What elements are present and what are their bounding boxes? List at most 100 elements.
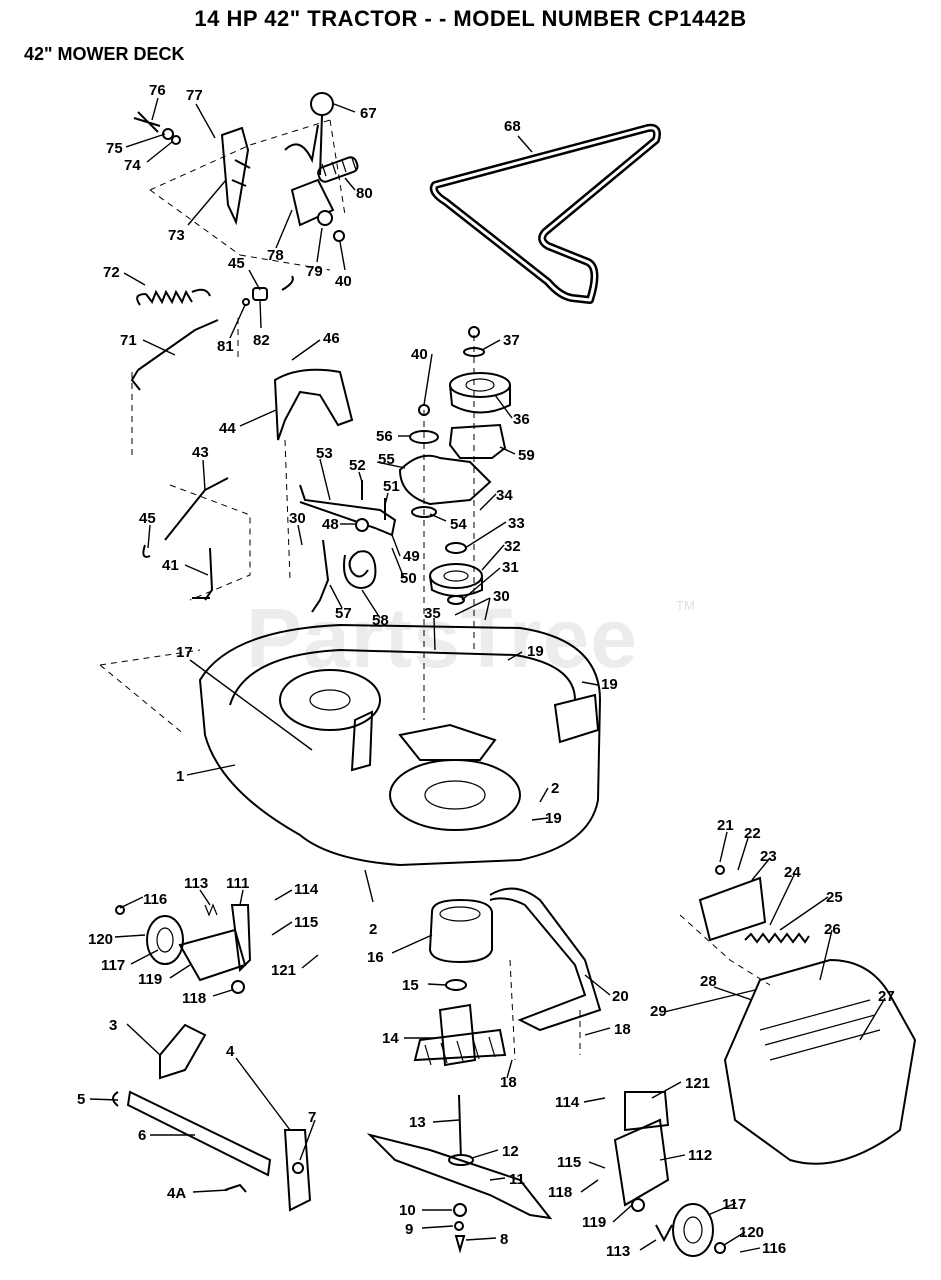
- callout-80[interactable]: 80: [356, 185, 373, 202]
- section-title: 42" MOWER DECK: [24, 44, 185, 64]
- part-belt-68[interactable]: [429, 123, 661, 304]
- callout-45[interactable]: 45: [139, 510, 156, 527]
- callout-22[interactable]: 22: [744, 825, 761, 842]
- callout-117[interactable]: 117: [101, 957, 125, 974]
- callout-7[interactable]: 7: [308, 1109, 316, 1126]
- callout-6[interactable]: 6: [138, 1127, 146, 1144]
- callout-17[interactable]: 17: [176, 644, 193, 661]
- callout-30[interactable]: 30: [493, 588, 510, 605]
- callout-120[interactable]: 120: [88, 931, 113, 948]
- callout-54[interactable]: 54: [450, 516, 467, 533]
- callout-115[interactable]: 115: [557, 1154, 581, 1171]
- callout-5[interactable]: 5: [77, 1091, 85, 1108]
- callout-44[interactable]: 44: [219, 420, 236, 437]
- callout-119[interactable]: 119: [138, 971, 162, 988]
- callout-11[interactable]: 11: [509, 1171, 525, 1188]
- callout-117[interactable]: 117: [722, 1196, 746, 1213]
- callout-14[interactable]: 14: [382, 1030, 399, 1047]
- callout-37[interactable]: 37: [503, 332, 520, 349]
- callout-75[interactable]: 75: [106, 140, 123, 157]
- callout-115[interactable]: 115: [294, 914, 318, 931]
- callout-4[interactable]: 4: [226, 1043, 235, 1060]
- callout-118[interactable]: 118: [182, 990, 206, 1007]
- callout-57[interactable]: 57: [335, 605, 352, 622]
- callout-82[interactable]: 82: [253, 332, 270, 349]
- callout-2[interactable]: 2: [551, 780, 559, 797]
- callout-55[interactable]: 55: [378, 451, 395, 468]
- callout-16[interactable]: 16: [367, 949, 384, 966]
- callout-56[interactable]: 56: [376, 428, 393, 445]
- callout-34[interactable]: 34: [496, 487, 513, 504]
- callout-1[interactable]: 1: [176, 768, 184, 785]
- callout-59[interactable]: 59: [518, 447, 535, 464]
- callout-27[interactable]: 27: [878, 988, 895, 1005]
- callout-30[interactable]: 30: [289, 510, 306, 527]
- callout-49[interactable]: 49: [403, 548, 420, 565]
- callout-120[interactable]: 120: [739, 1224, 764, 1241]
- callout-31[interactable]: 31: [502, 559, 519, 576]
- callout-50[interactable]: 50: [400, 570, 417, 587]
- callout-53[interactable]: 53: [316, 445, 333, 462]
- callout-121[interactable]: 121: [685, 1075, 710, 1092]
- callout-73[interactable]: 73: [168, 227, 185, 244]
- callout-68[interactable]: 68: [504, 118, 521, 135]
- callout-48[interactable]: 48: [322, 516, 339, 533]
- callout-19[interactable]: 19: [601, 676, 618, 693]
- callout-36[interactable]: 36: [513, 411, 530, 428]
- callout-28[interactable]: 28: [700, 973, 717, 990]
- callout-112[interactable]: 112: [688, 1147, 712, 1164]
- callout-116[interactable]: 116: [762, 1240, 786, 1257]
- callout-121[interactable]: 121: [271, 962, 296, 979]
- callout-45[interactable]: 45: [228, 255, 245, 272]
- callout-40[interactable]: 40: [335, 273, 352, 290]
- callout-114[interactable]: 114: [555, 1094, 580, 1111]
- callout-118[interactable]: 118: [548, 1184, 572, 1201]
- callout-18[interactable]: 18: [500, 1074, 517, 1091]
- callout-114[interactable]: 114: [294, 881, 319, 898]
- callout-119[interactable]: 119: [582, 1214, 606, 1231]
- callout-72[interactable]: 72: [103, 264, 120, 281]
- callout-40[interactable]: 40: [411, 346, 428, 363]
- callout-76[interactable]: 76: [149, 82, 166, 99]
- callout-74[interactable]: 74: [124, 157, 141, 174]
- callout-18[interactable]: 18: [614, 1021, 631, 1038]
- callout-52[interactable]: 52: [349, 457, 366, 474]
- callout-24[interactable]: 24: [784, 864, 801, 881]
- callout-3[interactable]: 3: [109, 1017, 117, 1034]
- callout-46[interactable]: 46: [323, 330, 340, 347]
- callout-21[interactable]: 21: [717, 817, 734, 834]
- callout-20[interactable]: 20: [612, 988, 629, 1005]
- callout-2[interactable]: 2: [369, 921, 377, 938]
- callout-26[interactable]: 26: [824, 921, 841, 938]
- callout-8[interactable]: 8: [500, 1231, 508, 1248]
- callout-51[interactable]: 51: [383, 478, 400, 495]
- callout-19[interactable]: 19: [545, 810, 562, 827]
- callout-23[interactable]: 23: [760, 848, 777, 865]
- callout-33[interactable]: 33: [508, 515, 525, 532]
- callout-41[interactable]: 41: [162, 557, 179, 574]
- callout-32[interactable]: 32: [504, 538, 521, 555]
- callout-111[interactable]: 111: [226, 875, 249, 892]
- callout-81[interactable]: 81: [217, 338, 234, 355]
- callout-78[interactable]: 78: [267, 247, 284, 264]
- callout-67[interactable]: 67: [360, 105, 377, 122]
- callout-113[interactable]: 113: [606, 1243, 630, 1260]
- callout-4A[interactable]: 4A: [167, 1185, 186, 1202]
- callout-113[interactable]: 113: [184, 875, 208, 892]
- callout-19[interactable]: 19: [527, 643, 544, 660]
- callout-58[interactable]: 58: [372, 612, 389, 629]
- callout-10[interactable]: 10: [399, 1202, 416, 1219]
- callout-71[interactable]: 71: [120, 332, 137, 349]
- callout-29[interactable]: 29: [650, 1003, 667, 1020]
- callout-13[interactable]: 13: [409, 1114, 426, 1131]
- callout-9[interactable]: 9: [405, 1221, 413, 1238]
- callout-35[interactable]: 35: [424, 605, 441, 622]
- callout-12[interactable]: 12: [502, 1143, 519, 1160]
- callout-116[interactable]: 116: [143, 891, 167, 908]
- callout-15[interactable]: 15: [402, 977, 419, 994]
- callout-79[interactable]: 79: [306, 263, 323, 280]
- callout-77[interactable]: 77: [186, 87, 203, 104]
- callout-43[interactable]: 43: [192, 444, 209, 461]
- callout-25[interactable]: 25: [826, 889, 843, 906]
